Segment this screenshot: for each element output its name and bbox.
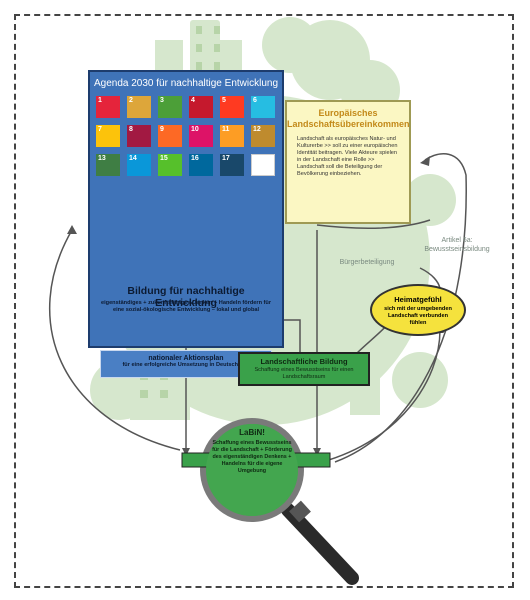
european-text: Landschaft als europäisches Natur- und K… (297, 136, 398, 177)
sdg-tile: 8 (127, 125, 151, 147)
heimat-oval: Heimatgefühl sich mit der umgebenden Lan… (370, 284, 466, 336)
labin-text: Schaffung eines Bewusstseins für die Lan… (212, 440, 292, 474)
sdg-tile: 16 (189, 154, 213, 176)
landschaft-bildung-box: Landschaftliche Bildung Schaffung eines … (238, 352, 370, 386)
sdg-tile: 9 (158, 125, 182, 147)
sdg-tile: 15 (158, 154, 182, 176)
sdg-tile: 11 (220, 125, 244, 147)
sdg-tile: 2 (127, 96, 151, 118)
sdg-tile: 4 (189, 96, 213, 118)
buergerbeteiligung-label: Bürgerbeteiligung (339, 259, 395, 266)
european-landscape-box: Europäisches Landschaftsübereinkommen La… (285, 100, 411, 224)
landschaft-bildung-title: Landschaftliche Bildung (260, 357, 348, 366)
artikel-label-1: Artikel 6a: (441, 237, 473, 244)
sdg-tile: 14 (127, 154, 151, 176)
agenda-2030-box: Agenda 2030 für nachhaltige Entwicklung … (88, 70, 284, 378)
sdg-tile: 12 (251, 125, 275, 147)
sdg-tile: 13 (96, 154, 120, 176)
nap-subtitle: für eine erfolgreiche Umsetzung in Deuts… (122, 362, 250, 368)
european-title-line1: Europäisches (318, 108, 378, 118)
labin-title: LaBiN! (239, 428, 265, 437)
sdg-tile (251, 154, 275, 176)
european-title-line2: Landschaftsübereinkommen (287, 119, 410, 129)
sdg-tile: 5 (220, 96, 244, 118)
heimat-title: Heimatgefühl (394, 295, 442, 304)
artikel-label-2: Bewusstseinsbildung (424, 246, 490, 253)
nap-title: nationaler Aktionsplan (148, 355, 224, 362)
sdg-tile: 7 (96, 125, 120, 147)
sdg-tile: 6 (251, 96, 275, 118)
sdg-tile: 3 (158, 96, 182, 118)
diagram-frame (14, 14, 514, 588)
landschaft-bildung-text: Schaffung eines Bewusstseins für einen L… (254, 367, 354, 380)
sdg-tile: 10 (189, 125, 213, 147)
sdg-tile: 1 (96, 96, 120, 118)
heimat-text: sich mit der umgebenden Landschaft verbu… (384, 306, 452, 326)
bne-text: eigenständiges + zukunftsfähiges Denken … (100, 300, 272, 313)
bne-title: Bildung für nachhaltige Entwicklung (127, 285, 245, 309)
agenda-title: Agenda 2030 für nachhaltige Entwicklung (93, 78, 279, 89)
sdg-tile: 17 (220, 154, 244, 176)
